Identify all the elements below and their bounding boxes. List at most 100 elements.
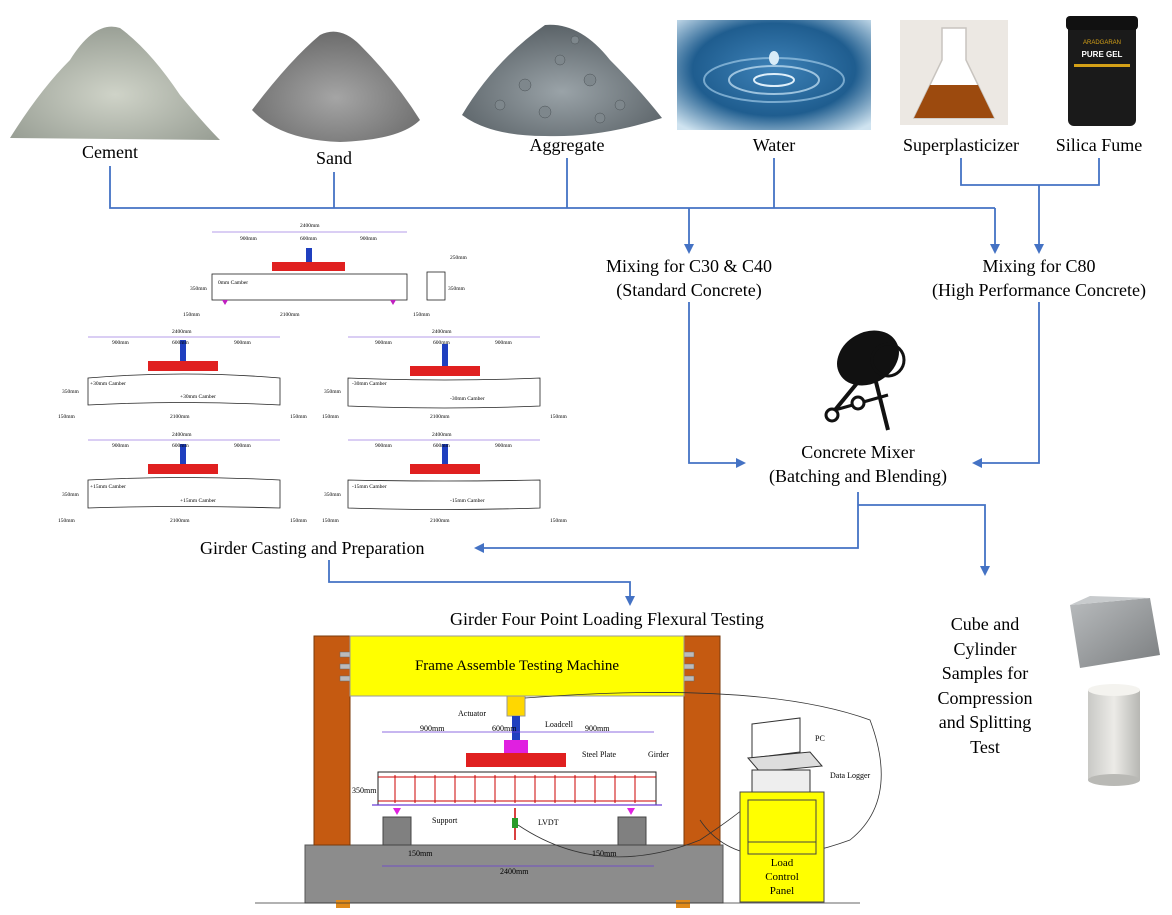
actuator xyxy=(506,695,526,717)
silica-fume-jar-image xyxy=(1066,16,1138,126)
dim-350: 350mm xyxy=(352,786,377,795)
superplasticizer-label: Superplasticizer xyxy=(903,135,1019,155)
samples-line5: and Splitting xyxy=(938,712,1032,732)
spec-p15-camber-a: +15mm Camber xyxy=(90,484,126,490)
spec-m15-load-span: 600mm xyxy=(433,443,451,449)
spec-m15-camber-b: -15mm Camber xyxy=(450,498,485,504)
concrete-cylinder-image xyxy=(1088,684,1140,786)
spec-p30-height: 350mm xyxy=(62,389,80,395)
samples-label: Cube and Cylinder Samples for Compressio… xyxy=(937,612,1032,759)
spec0-overhang-left: 150mm xyxy=(183,312,201,318)
panel-line2: Control xyxy=(765,871,799,883)
spec-p30-length: 2400mm xyxy=(172,329,192,335)
dim-900-right: 900mm xyxy=(585,724,610,733)
spec-m30-length: 2400mm xyxy=(432,329,452,335)
spec-p15-shear-right: 900mm xyxy=(234,443,252,449)
spec0-section-height: 350mm xyxy=(448,286,466,292)
spec-m30-shear-left: 900mm xyxy=(375,340,393,346)
spec-p30-shear-right: 900mm xyxy=(234,340,252,346)
spec-p30-overhang-left: 150mm xyxy=(58,414,76,420)
loadcell-label: Loadcell xyxy=(545,720,574,729)
spec-p30-camber-b: +30mm Camber xyxy=(180,394,216,400)
test-base xyxy=(304,844,724,904)
left-column xyxy=(313,635,351,846)
girder-label: Girder xyxy=(648,750,669,759)
concrete-mixer-label: Concrete Mixer (Batching and Blending) xyxy=(769,440,947,488)
dim-150-right: 150mm xyxy=(592,849,617,858)
girder-specimen-minus15: 2400mm 900mm 600mm 900mm -15mm Camber -1… xyxy=(322,432,568,524)
samples-line2: Cylinder xyxy=(953,638,1017,659)
mixing-hpc-line2: (High Performance Concrete) xyxy=(932,280,1146,300)
spec-p30-clear-span: 2100mm xyxy=(170,414,190,420)
right-column xyxy=(683,635,721,846)
cement-label: Cement xyxy=(82,142,138,162)
spec-m30-camber-b: -30mm Camber xyxy=(450,396,485,402)
arrow-mixer-to-casting xyxy=(474,492,859,553)
sand-pile-image xyxy=(252,31,420,143)
arrow-hpc-to-mixer xyxy=(972,302,1040,468)
mixing-standard-label: Mixing for C30 & C40 (Standard Concrete) xyxy=(606,254,772,302)
spec-m15-shear-left: 900mm xyxy=(375,443,393,449)
mixing-standard-line1: Mixing for C30 & C40 xyxy=(605,256,773,276)
superplasticizer-flask-image xyxy=(900,20,1008,125)
arrow-standard-to-mixer xyxy=(688,302,746,468)
samples-line6: Test xyxy=(970,736,1000,757)
spec-p15-overhang-left: 150mm xyxy=(58,518,76,524)
dim-600: 600mm xyxy=(492,724,517,733)
arrow-mixer-to-samples xyxy=(858,504,990,576)
cement-connector xyxy=(109,166,995,209)
left-support xyxy=(382,816,412,846)
spec0-overhang-right: 150mm xyxy=(413,312,431,318)
spec-m30-shear-right: 900mm xyxy=(495,340,513,346)
panel-line3: Panel xyxy=(770,885,794,897)
data-logger xyxy=(751,769,811,793)
spec-p15-load-span: 600mm xyxy=(172,443,190,449)
girder-specimen-plus30: 2400mm 900mm 600mm 900mm +30mm Camber +3… xyxy=(58,329,308,420)
flexural-testing-label: Girder Four Point Loading Flexural Testi… xyxy=(450,609,764,629)
dim-2400: 2400mm xyxy=(500,867,529,876)
mixing-standard-line2: (Standard Concrete) xyxy=(616,280,762,300)
dim-150-left: 150mm xyxy=(408,849,433,858)
spec-m15-length: 2400mm xyxy=(432,432,452,438)
steel-plate-label: Steel Plate xyxy=(582,750,616,759)
support-label: Support xyxy=(432,816,458,825)
spec0-shear-right: 900mm xyxy=(360,236,378,242)
spec0-shear-left: 900mm xyxy=(240,236,258,242)
spec-p15-overhang-right: 150mm xyxy=(290,518,308,524)
frame-title: Frame Assemble Testing Machine xyxy=(415,658,619,674)
samples-line4: Compression xyxy=(937,687,1033,708)
silica-jar-brand: ARADGARAN xyxy=(1082,40,1121,46)
spec-p30-shear-left: 900mm xyxy=(112,340,130,346)
spec-m15-overhang-right: 150mm xyxy=(550,518,568,524)
concrete-mixer-line1: Concrete Mixer xyxy=(801,442,915,462)
aggregate-label: Aggregate xyxy=(529,135,605,155)
girder-specimen-plus15: 2400mm 900mm 600mm 900mm +15mm Camber +1… xyxy=(58,432,308,524)
spec-m15-height: 350mm xyxy=(324,492,342,498)
spec-p15-camber-b: +15mm Camber xyxy=(180,498,216,504)
admixture-connector xyxy=(960,158,1100,186)
spec0-height: 350mm xyxy=(190,286,208,292)
spec-p30-load-span: 600mm xyxy=(172,340,190,346)
spec-m30-height: 350mm xyxy=(324,389,342,395)
spec-m30-overhang-right: 150mm xyxy=(550,414,568,420)
pc-icon xyxy=(746,717,824,773)
water-image xyxy=(677,20,871,130)
data-logger-label: Data Logger xyxy=(830,771,871,780)
spec-p15-length: 2400mm xyxy=(172,432,192,438)
lvdt-label: LVDT xyxy=(538,818,559,827)
spec-m15-camber-a: -15mm Camber xyxy=(352,484,387,490)
pc-label: PC xyxy=(815,734,825,743)
spec-m30-clear-span: 2100mm xyxy=(430,414,450,420)
cement-pile-image xyxy=(10,26,220,140)
girder-specimen-0mm: 2400mm 900mm 600mm 900mm 0mm Camber 350m… xyxy=(183,223,468,318)
spec-p15-height: 350mm xyxy=(62,492,80,498)
spec0-width: 250mm xyxy=(450,255,468,261)
dim-900-left: 900mm xyxy=(420,724,445,733)
samples-line3: Samples for xyxy=(941,663,1029,683)
spec0-clear-span: 2100mm xyxy=(280,312,300,318)
spec-m30-load-span: 600mm xyxy=(433,340,451,346)
spec0-length: 2400mm xyxy=(300,223,320,229)
